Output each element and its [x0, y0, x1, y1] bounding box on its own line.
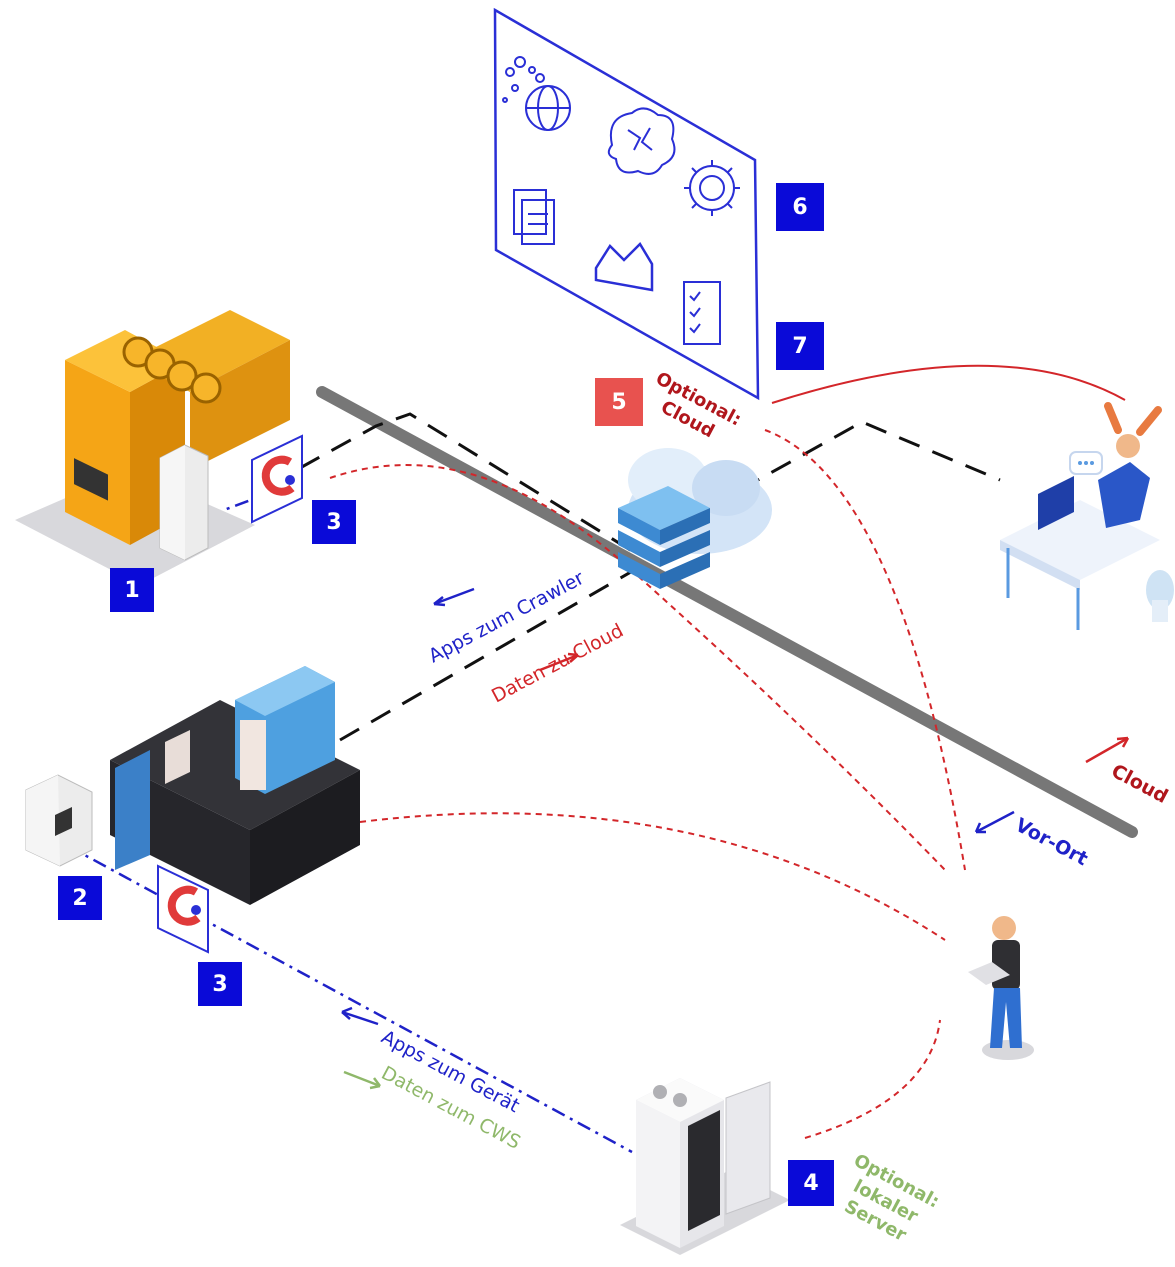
- chart-icon: [594, 241, 654, 292]
- badge-3-machine: 3: [198, 962, 242, 1006]
- badge-6: 6: [776, 183, 824, 231]
- badge-5: 5: [595, 378, 643, 426]
- network-lines: [299, 412, 1001, 742]
- badge-7: 7: [776, 322, 824, 370]
- office-user-icon: [1000, 402, 1174, 630]
- badge-3-generator: 3: [312, 500, 356, 544]
- direction-arrows: [341, 587, 1130, 1090]
- gear-refresh-icon: [684, 160, 740, 216]
- cloud-link-curve: [771, 364, 1126, 404]
- server-rack-icon: [620, 1078, 790, 1255]
- files-icon: [513, 189, 555, 245]
- dashboard-panel: [493, 7, 760, 401]
- cnc-machine-icon: [25, 666, 360, 905]
- crawler-logo-icon-2: [157, 864, 209, 954]
- technician-laptop-icon: [968, 916, 1034, 1060]
- crawler-logo-icon: [251, 434, 303, 524]
- divider-bar: [316, 386, 1138, 838]
- data-flow-curves: [329, 429, 966, 1139]
- brain-icon: [607, 107, 676, 175]
- badge-4: 4: [788, 1160, 834, 1206]
- badge-1: 1: [110, 568, 154, 612]
- globe-icon: [502, 56, 571, 131]
- generator-icon: [15, 310, 290, 585]
- cloud-server-icon: [618, 448, 772, 589]
- checklist-icon: [683, 281, 721, 345]
- badge-2: 2: [58, 876, 102, 920]
